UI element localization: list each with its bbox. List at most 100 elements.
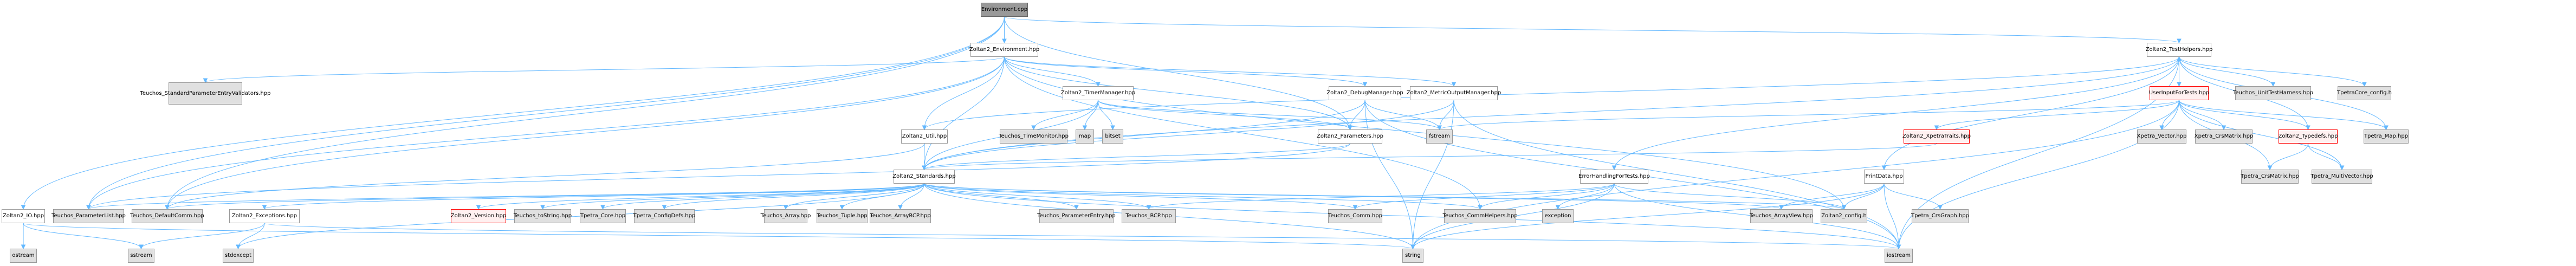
- edge-z2_env-to-t_defaultcomm: [167, 56, 1005, 210]
- graph-node-zoltan2-environment[interactable]: Zoltan2_Environment.hpp: [969, 43, 1039, 57]
- edge-z2_standards-to-z2_version: [478, 183, 924, 210]
- edge-arrowhead: [1451, 82, 1457, 87]
- edge-z2_timer-to-t_timemon: [1033, 100, 1098, 130]
- graph-node-tpetra-crsmatrix[interactable]: Tpetra_CrsMatrix.hpp: [2241, 170, 2299, 184]
- edge-z2_standards-to-iostream: [924, 183, 1899, 249]
- edge-z2_env-to-z2_debug: [1004, 56, 1365, 87]
- edge-errhandling-to-exception: [1557, 183, 1615, 210]
- graph-node-zoltan2-util[interactable]: Zoltan2_Util.hpp: [901, 129, 948, 144]
- graph-node-errorhandlingfortests[interactable]: ErrorHandlingForTests.hpp: [1578, 170, 1650, 184]
- edge-z2_metric-to-iostream: [1453, 100, 1899, 249]
- graph-node-ostream[interactable]: ostream: [10, 249, 37, 263]
- graph-node-teuchos-unittestharness[interactable]: Teuchos_UnitTestHarness.hpp: [2233, 86, 2313, 100]
- graph-node-zoltan2-standards[interactable]: Zoltan2_Standards.hpp: [892, 170, 956, 184]
- edge-arrowhead: [2362, 82, 2367, 87]
- edge-z2_env-to-z2_standards: [924, 56, 1005, 170]
- graph-node-zoltan2-metricoutputmanager[interactable]: Zoltan2_MetricOutputManager.hpp: [1407, 86, 1501, 100]
- graph-node-exception[interactable]: exception: [1542, 209, 1574, 223]
- edge-env_cpp-to-z2_params: [1004, 16, 1350, 130]
- edge-z2_env-to-t_commhelpers: [1004, 56, 1480, 210]
- edge-printdata-to-z2_config: [1843, 183, 1885, 210]
- edge-z2_typedefs-to-tp_multivector: [2308, 143, 2342, 170]
- edge-z2_env-to-z2_config: [1004, 56, 1844, 210]
- edge-arrowhead: [21, 244, 26, 250]
- graph-node-teuchos-commhelpers[interactable]: Teuchos_CommHelpers.hpp: [1442, 209, 1518, 223]
- graph-node-zoltan2-version[interactable]: Zoltan2_Version.hpp: [451, 209, 506, 223]
- edge-arrowhead: [1896, 244, 1901, 250]
- graph-node-teuchos-rcp[interactable]: Teuchos_RCP.hpp: [1122, 209, 1176, 223]
- edge-arrowhead: [139, 244, 144, 250]
- edge-z2_standards-to-t_commhelpers: [924, 183, 1480, 210]
- graph-node-xpetra-crsmatrix[interactable]: Xpetra_CrsMatrix.hpp: [2195, 129, 2253, 144]
- edge-arrowhead: [1348, 125, 1352, 131]
- edge-z2_standards-to-t_rcp: [924, 183, 1149, 210]
- edge-arrowhead: [1934, 125, 1939, 131]
- graph-node-teuchos-array[interactable]: Teuchos_Array.hpp: [761, 209, 811, 223]
- graph-node-teuchos-parameterlist[interactable]: Teuchos_ParameterList.hpp: [51, 209, 126, 223]
- edge-z2_env-to-z2_params: [1004, 56, 1350, 130]
- graph-node-zoltan2-parameters[interactable]: Zoltan2_Parameters.hpp: [1317, 129, 1383, 144]
- graph-node-zoltan2-typedefs[interactable]: Zoltan2_Typedefs.hpp: [2279, 129, 2338, 144]
- graph-node-tpetra-map[interactable]: Tpetra_Map.hpp: [2364, 129, 2409, 144]
- edge-z2_standards-to-t_defaultcomm: [167, 183, 924, 210]
- edge-arrowhead: [1362, 82, 1368, 87]
- graph-node-xpetra-vector[interactable]: Xpetra_Vector.hpp: [2137, 129, 2186, 144]
- graph-node-teuchos-defaultcomm[interactable]: Teuchos_DefaultComm.hpp: [130, 209, 204, 223]
- edge-z2_standards-to-z2_exceptions: [264, 183, 924, 210]
- graph-node-iostream[interactable]: iostream: [1885, 249, 1913, 263]
- edge-z2_standards-to-t_paramentry: [924, 183, 1077, 210]
- edge-userinput-to-z2_xpetratraits: [1936, 100, 2179, 130]
- edge-z2_env-to-t_paramlist: [88, 56, 1005, 210]
- edge-z2_standards-to-tp_configdefs: [664, 183, 924, 210]
- edge-z2_debug-to-fstream: [1364, 100, 1440, 130]
- graph-node-bitset[interactable]: bitset: [1102, 129, 1123, 144]
- graph-node-zoltan2-exceptions[interactable]: Zoltan2_Exceptions.hpp: [229, 209, 300, 223]
- edge-arrowhead: [1082, 125, 1088, 131]
- edge-z2_env-to-t_spev: [205, 56, 1005, 83]
- graph-node-zoltan2-timermanager[interactable]: Zoltan2_TimerManager.hpp: [1061, 86, 1135, 100]
- graph-node-teuchos-arrayrcp[interactable]: Teuchos_ArrayRCP.hpp: [870, 209, 931, 223]
- graph-node-teuchos-parameterentry[interactable]: Teuchos_ParameterEntry.hpp: [1037, 209, 1116, 223]
- graph-node-teuchos-timemonitor[interactable]: Teuchos_TimeMonitor.hpp: [999, 129, 1069, 144]
- edge-arrowhead: [1938, 205, 1943, 210]
- edge-errhandling-to-t_commhelpers: [1480, 183, 1615, 210]
- graph-node-teuchos-standard-parameter-entry-validators[interactable]: Teuchos_StandardParameterEntryValidators…: [140, 82, 271, 105]
- graph-node-tpetra-configdefs[interactable]: Tpetra_ConfigDefs.hpp: [633, 209, 695, 223]
- graph-node-stdexcept[interactable]: stdexcept: [223, 249, 254, 263]
- edge-arrowhead: [165, 205, 170, 210]
- edge-z2_debug-to-string: [1364, 100, 1413, 249]
- graph-node-zoltan2-testhelpers[interactable]: Zoltan2_TestHelpers.hpp: [2146, 43, 2212, 57]
- edge-userinput-to-tp_multivector: [2179, 100, 2342, 170]
- graph-node-printdata[interactable]: PrintData.hpp: [1864, 170, 1904, 184]
- graph-node-environment-cpp[interactable]: Environment.cpp: [981, 3, 1028, 17]
- edge-z2_standards-to-tp_core: [603, 183, 924, 210]
- edge-env_cpp-to-t_paramlist: [88, 16, 1005, 210]
- graph-node-string[interactable]: string: [1402, 249, 1423, 263]
- edge-z2_io-to-sstream: [23, 223, 141, 249]
- edge-arrowhead: [1352, 205, 1358, 210]
- edge-arrowhead: [1779, 205, 1784, 210]
- edge-z2_metric-to-z2_standards: [924, 100, 1454, 170]
- graph-node-zoltan2-xpetratraits[interactable]: Zoltan2_XpetraTraits.hpp: [1902, 129, 1971, 144]
- graph-node-tpetracore-config[interactable]: TpetraCore_config.h: [2337, 86, 2392, 100]
- edge-errhandling-to-t_rcp: [1148, 183, 1615, 210]
- graph-node-sstream[interactable]: sstream: [128, 249, 154, 263]
- graph-node-zoltan2-config[interactable]: Zoltan2_config.h: [1821, 209, 1867, 223]
- edge-userinput-to-fstream: [1439, 100, 2179, 130]
- graph-node-teuchos-tuple[interactable]: Teuchos_Tuple.hpp: [817, 209, 868, 223]
- graph-node-teuchos-arrayview[interactable]: Teuchos_ArrayView.hpp: [1750, 209, 1813, 223]
- edge-arrowhead: [2384, 125, 2389, 131]
- graph-node-teuchos-comm[interactable]: Teuchos_Comm.hpp: [1328, 209, 1382, 223]
- graph-node-userinputfortests[interactable]: UserInputForTests.hpp: [2149, 86, 2209, 100]
- graph-node-tpetra-crsgraph[interactable]: Tpetra_CrsGraph.hpp: [1911, 209, 1969, 223]
- graph-node-map[interactable]: map: [1076, 129, 1094, 144]
- edge-userinput-to-string: [1413, 100, 2179, 249]
- graph-node-teuchos-tostring[interactable]: Teuchos_toString.hpp: [514, 209, 572, 223]
- graph-node-zoltan2-debugmanager[interactable]: Zoltan2_DebugManager.hpp: [1326, 86, 1403, 100]
- graph-node-fstream[interactable]: fstream: [1426, 129, 1453, 144]
- graph-node-tpetra-multivector[interactable]: Tpetra_MultiVector.hpp: [2310, 170, 2373, 184]
- graph-node-tpetra-core[interactable]: Tpetra_Core.hpp: [580, 209, 626, 223]
- edge-arrowhead: [1437, 125, 1442, 131]
- edge-z2_standards-to-t_arrayview: [924, 183, 1782, 210]
- graph-node-zoltan2-io[interactable]: Zoltan2_IO.hpp: [2, 209, 45, 223]
